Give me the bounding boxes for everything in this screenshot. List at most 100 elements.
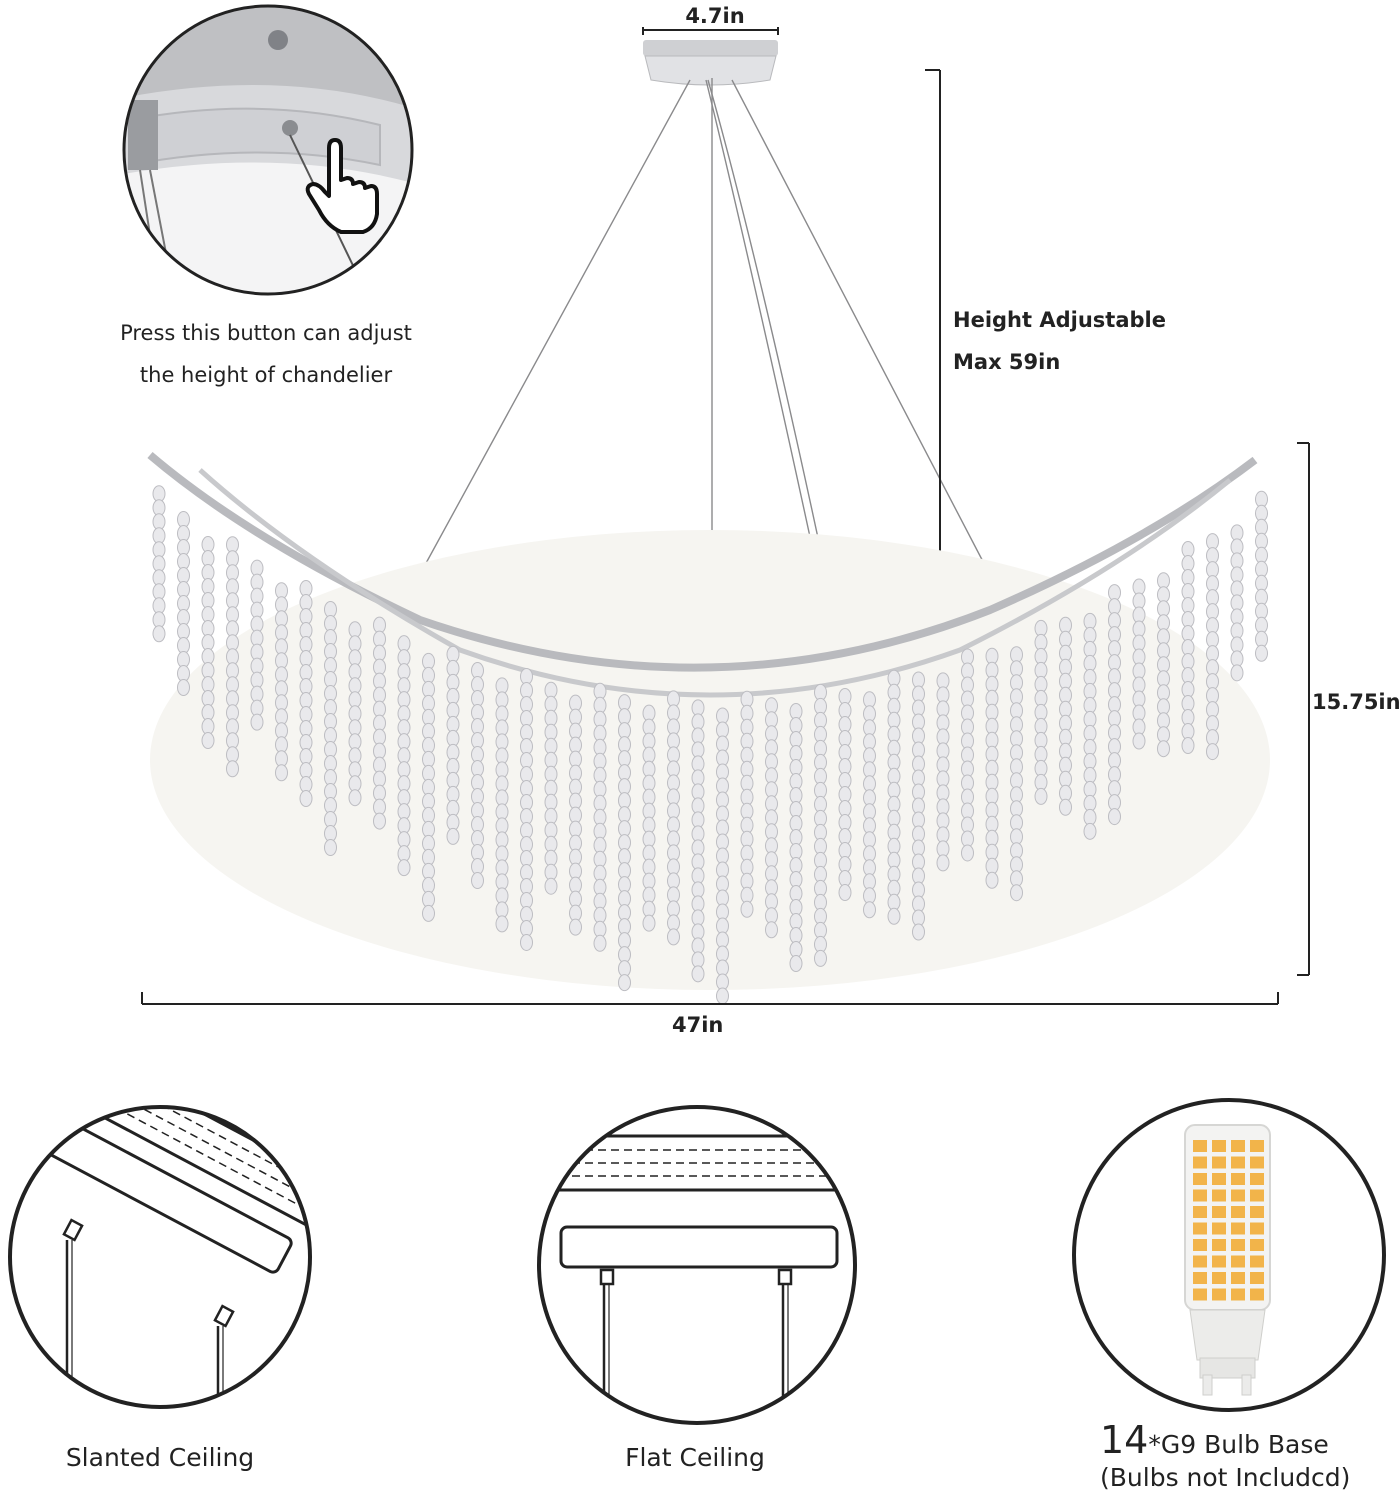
crystal-drop <box>1132 732 1146 750</box>
crystal-drop <box>887 907 901 925</box>
crystal-drop <box>1059 798 1072 816</box>
led-chip <box>1231 1239 1245 1251</box>
led-chip <box>1250 1255 1264 1268</box>
canopy <box>642 27 779 86</box>
flat-ceiling-label: Flat Ceiling <box>625 1443 765 1472</box>
crystal-strand <box>912 671 925 941</box>
hand-pointer-icon <box>305 138 379 234</box>
crystal-strand <box>201 536 215 750</box>
crystal-strand <box>667 690 680 946</box>
crystal-drop <box>1108 808 1121 826</box>
led-chip <box>1212 1239 1226 1251</box>
crystal-strand <box>471 662 484 890</box>
crystal-strand <box>446 645 460 845</box>
crystal-drop <box>740 900 754 918</box>
crystal-drop <box>471 872 484 890</box>
body-width-marker <box>141 992 1279 1005</box>
crystal-strand <box>642 704 656 932</box>
led-chip <box>1212 1222 1226 1235</box>
led-chip <box>1250 1239 1264 1251</box>
crystal-strand <box>1157 572 1170 758</box>
bulb-count: 14 <box>1100 1418 1149 1462</box>
crystal-drop <box>446 827 460 845</box>
bulb-base-label: 14*G9 Bulb Base <box>1100 1418 1360 1462</box>
crystal-strand <box>1059 616 1072 816</box>
crystal-drop <box>177 679 190 697</box>
crystal-strand <box>275 582 288 782</box>
crystal-drop <box>397 859 411 877</box>
crystal-strand <box>1206 533 1219 761</box>
led-chip <box>1193 1140 1207 1152</box>
led-chip <box>1193 1173 1207 1185</box>
crystal-drop <box>495 915 509 933</box>
led-chip <box>1250 1222 1264 1235</box>
crystal-strand <box>1230 524 1244 682</box>
button-callout: Press this button can adjust the height … <box>96 312 436 396</box>
crystal-strand <box>1181 541 1195 755</box>
crystal-drop <box>936 854 950 872</box>
led-chip <box>1193 1156 1207 1169</box>
crystal-strand <box>177 511 190 697</box>
led-chip <box>1231 1156 1245 1169</box>
crystal-drop <box>985 871 999 889</box>
crystal-strand <box>544 681 558 895</box>
crystal-strand <box>397 635 411 877</box>
led-chip <box>1193 1255 1207 1268</box>
body-height-label: 15.75in <box>1312 690 1399 714</box>
crystal-drop <box>1255 644 1268 662</box>
led-chip <box>1193 1288 1207 1301</box>
crystal-strand <box>716 707 729 1005</box>
crystal-strand <box>765 697 778 939</box>
led-chip <box>1231 1140 1245 1152</box>
crystal-drop <box>299 790 313 808</box>
crystal-drop <box>569 918 582 936</box>
led-chip <box>1250 1173 1264 1185</box>
crystal-strand <box>1132 578 1146 750</box>
crystal-drop <box>838 884 852 902</box>
crystal-strand <box>961 648 974 862</box>
crystal-drop <box>226 760 239 778</box>
bulb-note: (Bulbs not Includcd) <box>1100 1463 1351 1492</box>
crystal-strand <box>226 536 239 778</box>
led-chip <box>1250 1189 1264 1202</box>
crystal-drop <box>1034 787 1048 805</box>
crystal-strand <box>1034 619 1048 805</box>
crystal-drop <box>275 764 288 782</box>
crystal-strands <box>152 485 1268 1005</box>
led-chip <box>1250 1272 1264 1284</box>
crystal-drop <box>618 974 631 992</box>
crystal-strand <box>838 688 852 902</box>
crystal-drop <box>789 954 803 972</box>
led-chip <box>1250 1206 1264 1218</box>
flat-ceiling-icon <box>537 1105 857 1425</box>
crystal-drop <box>250 713 264 731</box>
crystal-drop <box>716 987 729 1005</box>
led-chip <box>1212 1140 1226 1152</box>
crystal-drop <box>1010 884 1023 902</box>
max-height-label: Max 59in <box>953 350 1061 374</box>
crystal-strand <box>593 682 607 952</box>
crystal-drop <box>422 904 435 922</box>
crystal-drop <box>1206 743 1219 761</box>
crystal-drop <box>863 901 876 919</box>
led-chip <box>1231 1222 1245 1235</box>
crystal-drop <box>961 844 974 862</box>
crystal-drop <box>912 923 925 941</box>
led-chip <box>1193 1239 1207 1251</box>
crystal-drop <box>373 812 386 830</box>
led-chip <box>1250 1288 1264 1301</box>
crystal-strand <box>569 694 582 936</box>
crystal-drop <box>593 934 607 952</box>
led-chip <box>1212 1255 1226 1268</box>
zoom-circle <box>122 4 414 296</box>
led-chip <box>1212 1288 1226 1301</box>
crystal-strand <box>740 690 754 918</box>
crystal-strand <box>250 559 264 731</box>
led-chip <box>1193 1222 1207 1235</box>
crystal-drop <box>520 933 533 951</box>
crystal-drop <box>642 914 656 932</box>
height-adjustable-label: Height Adjustable <box>953 308 1166 332</box>
crystal-drop <box>1181 737 1195 755</box>
led-chip <box>1212 1189 1226 1202</box>
